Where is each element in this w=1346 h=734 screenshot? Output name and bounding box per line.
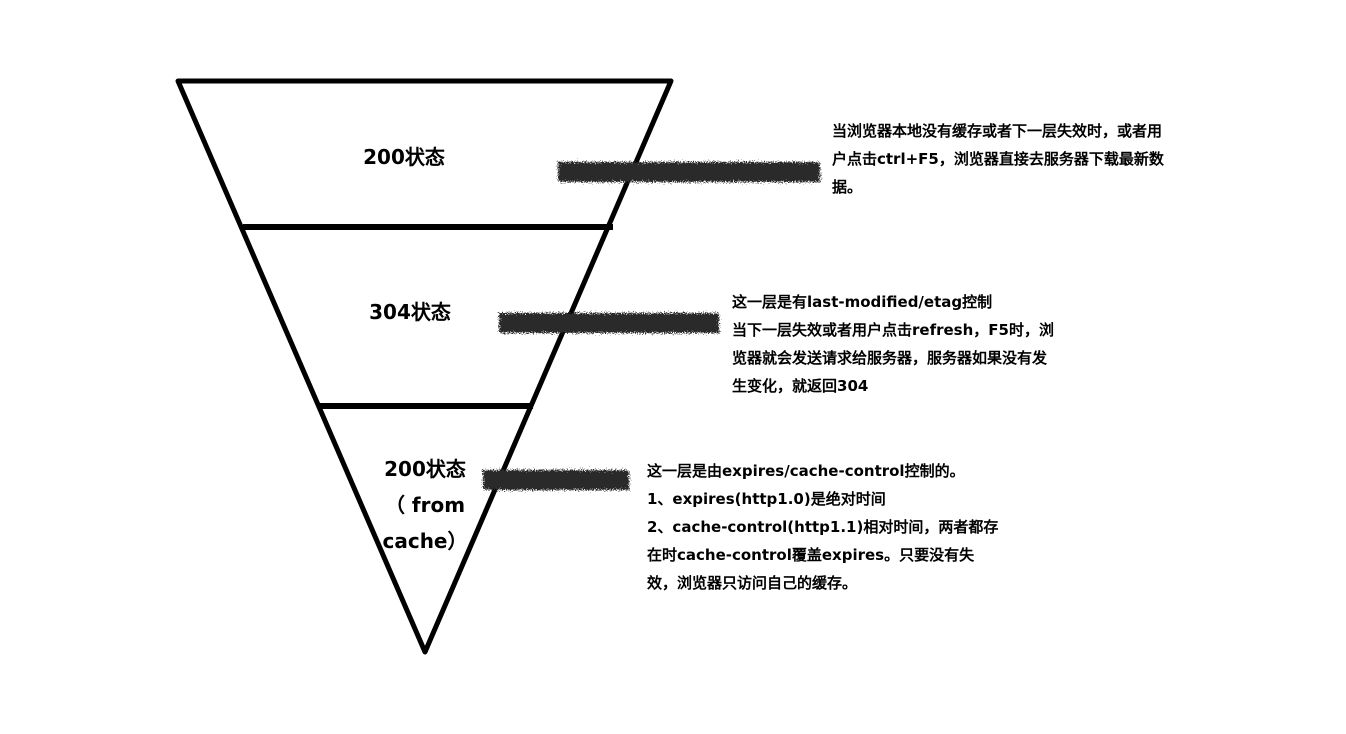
connector-layer-2	[499, 313, 719, 333]
layer-1-label: 200状态	[363, 145, 445, 169]
layer-3-description: 这一层是由expires/cache-control控制的。 1、expires…	[647, 462, 999, 592]
connector-layer-3	[483, 470, 629, 490]
layer-3-label: 200状态 （ from cache）	[382, 457, 468, 553]
layer-2-description: 这一层是有last-modified/etag控制 当下一层失效或者用户点击re…	[732, 293, 1054, 395]
connector-layer-1	[558, 162, 820, 182]
funnel-outline	[175, 78, 674, 655]
layer-1-description: 当浏览器本地没有缓存或者下一层失效时，或者用 户点击ctrl+F5，浏览器直接去…	[832, 122, 1164, 196]
layer-2-label: 304状态	[369, 300, 451, 324]
